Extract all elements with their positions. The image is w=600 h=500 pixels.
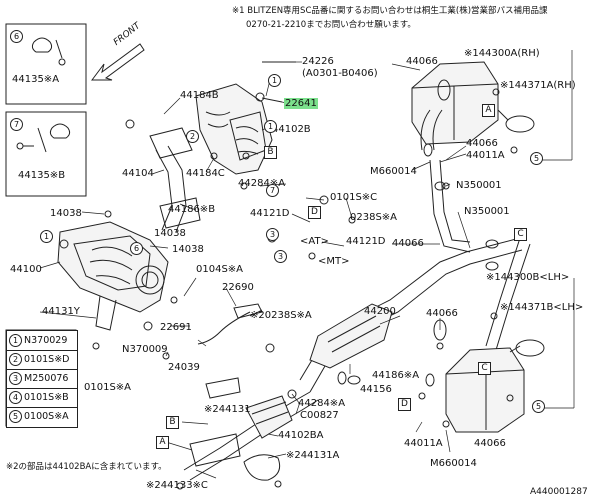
part-44011A-lower[interactable]: 44011A: [404, 438, 443, 449]
part-44200[interactable]: 44200: [364, 306, 396, 317]
callout-D: D: [308, 206, 321, 219]
part-44121D-at[interactable]: 44121D: [250, 208, 290, 219]
ref-circle-1: 1: [264, 120, 277, 133]
part-244133C[interactable]: ※244133※C: [146, 480, 208, 491]
ref-circle-3: 3: [274, 250, 287, 263]
part-44184B[interactable]: 44184B: [180, 90, 219, 101]
part-244131[interactable]: ※244131: [204, 404, 251, 415]
part-144371A[interactable]: ※144371A(RH): [500, 80, 576, 91]
legend-part: 0101S※D: [24, 354, 70, 365]
diagram-id: A440001287: [530, 487, 588, 497]
part-22691[interactable]: 22691: [160, 322, 192, 333]
part-0104SA[interactable]: 0104S※A: [196, 264, 244, 275]
part-44104[interactable]: 44104: [122, 168, 154, 179]
callout-A-lower: A: [156, 436, 169, 449]
part-44156[interactable]: 44156: [360, 384, 392, 395]
front-arrow-icon: [91, 43, 145, 81]
part-244131A[interactable]: ※244131A: [286, 450, 340, 461]
callout-C: C: [514, 228, 527, 241]
callout-B-lower: B: [166, 416, 179, 429]
part-24226[interactable]: 24226: [302, 56, 334, 67]
part-44066-a[interactable]: 44066: [406, 56, 438, 67]
legend-number: 5: [9, 410, 22, 423]
part-24039[interactable]: 24039: [168, 362, 200, 373]
part-144300A[interactable]: ※144300A(RH): [464, 48, 540, 59]
part-22641-highlighted[interactable]: 22641: [284, 98, 318, 109]
ref-circle-5: 5: [532, 400, 545, 413]
part-44284A-upper[interactable]: 44284※A: [238, 178, 286, 189]
legend-row: 3 M250076: [7, 369, 77, 389]
part-144371B[interactable]: ※144371B<LH>: [500, 302, 584, 313]
ref-circle-6: 6: [130, 242, 143, 255]
part-22690[interactable]: 22690: [222, 282, 254, 293]
part-44186B[interactable]: 44186※B: [168, 204, 216, 215]
note-1-line-2: 0270-21-2210までお問い合わせ願います。: [246, 20, 416, 30]
label-mt: <MT>: [318, 256, 350, 267]
ref-circle-1: 1: [268, 74, 281, 87]
part-144300B[interactable]: ※144300B<LH>: [486, 272, 570, 283]
ref-circle-5: 5: [530, 152, 543, 165]
legend-row: 4 0101S※B: [7, 388, 77, 408]
legend-number: 1: [9, 334, 22, 347]
note-1-line-1: ※1 BLITZEN専用SC品番に関するお問い合わせは桐生工業(株)営業部パス補…: [232, 6, 548, 16]
part-N350001-b[interactable]: N350001: [464, 206, 510, 217]
legend-part: 0101S※B: [24, 392, 69, 403]
part-14038-side[interactable]: 14038: [172, 244, 204, 255]
callout-D-lower: D: [398, 398, 411, 411]
inset-7-number: 7: [10, 118, 23, 131]
part-44121D-mt[interactable]: 44121D: [346, 236, 386, 247]
legend-number: 3: [9, 372, 22, 385]
inset-6-part-label: 44135※A: [12, 74, 60, 85]
part-C00827[interactable]: C00827: [300, 410, 339, 421]
part-0101SC[interactable]: 0101S※C: [330, 192, 378, 203]
part-44066-e[interactable]: 44066: [474, 438, 506, 449]
part-N350001-a[interactable]: N350001: [456, 180, 502, 191]
part-44102B[interactable]: 44102B: [272, 124, 311, 135]
ref-circle-7: 7: [266, 184, 279, 197]
legend-row: 1 N370029: [7, 331, 77, 351]
inset-7-part-label: 44135※B: [18, 170, 66, 181]
legend-part: N370029: [24, 335, 68, 346]
part-44066-c[interactable]: 44066: [392, 238, 424, 249]
legend-number: 2: [9, 353, 22, 366]
callout-A-rh: A: [482, 104, 495, 117]
part-44011A-upper[interactable]: 44011A: [466, 150, 505, 161]
note-2: ※2の部品は44102BAに含まれています。: [6, 462, 167, 472]
part-14038-lower[interactable]: 14038: [154, 228, 186, 239]
part-24226-range: (A0301-B0406): [302, 68, 378, 79]
part-M660014-lower[interactable]: M660014: [430, 458, 477, 469]
legend: 1 N370029 2 0101S※D 3 M250076 4 0101S※B …: [6, 330, 78, 428]
legend-part: M250076: [24, 373, 69, 384]
ref-circle-2: 2: [186, 130, 199, 143]
part-44284A-lower[interactable]: 44284※A: [298, 398, 346, 409]
part-14038-upper[interactable]: 14038: [50, 208, 82, 219]
part-0101SA[interactable]: 0101S※A: [84, 382, 132, 393]
part-20238SA[interactable]: ※20238S※A: [250, 310, 312, 321]
part-44186A[interactable]: 44186※A: [372, 370, 420, 381]
part-M660014-upper[interactable]: M660014: [370, 166, 417, 177]
part-44066-b[interactable]: 44066: [466, 138, 498, 149]
part-44066-d[interactable]: 44066: [426, 308, 458, 319]
label-at: <AT>: [300, 236, 329, 247]
callout-B-upper: B: [264, 146, 277, 159]
legend-row: 5 0100S※A: [7, 407, 77, 426]
callout-C-lower: C: [478, 362, 491, 375]
part-44184C[interactable]: 44184C: [186, 168, 225, 179]
legend-row: 2 0101S※D: [7, 350, 77, 370]
part-44131Y[interactable]: 44131Y: [42, 306, 80, 317]
part-44100[interactable]: 44100: [10, 264, 42, 275]
ref-circle-3: 3: [266, 228, 279, 241]
inset-6-number: 6: [10, 30, 23, 43]
legend-number: 4: [9, 391, 22, 404]
part-44102BA[interactable]: 44102BA: [278, 430, 324, 441]
part-N370009[interactable]: N370009: [122, 344, 168, 355]
legend-part: 0100S※A: [24, 411, 69, 422]
ref-circle-1: 1: [40, 230, 53, 243]
part-0238SA[interactable]: 0238S※A: [350, 212, 398, 223]
